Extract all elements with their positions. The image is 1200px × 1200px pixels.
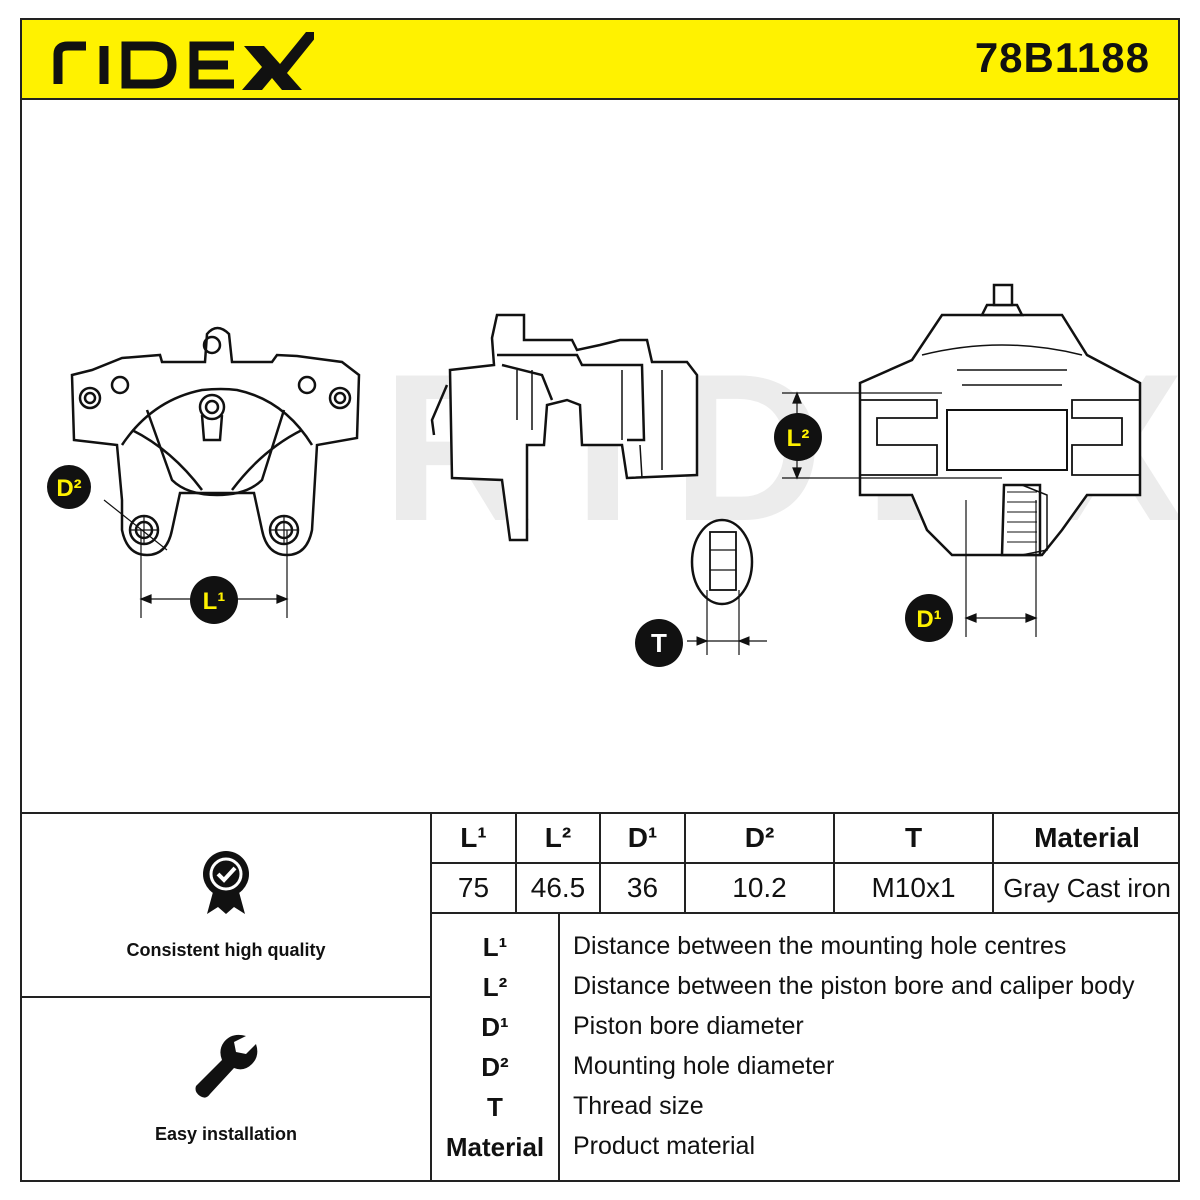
feature-quality-label: Consistent high quality [126, 940, 326, 960]
spec-table-row-line [432, 862, 1180, 864]
technical-drawing: RIDEX [47, 283, 1178, 667]
d1-dimension-line [964, 500, 1038, 637]
spec-value-d1: 36 [626, 872, 659, 903]
badge-d2-label: D² [56, 475, 81, 502]
badge-l2: L² [774, 413, 822, 461]
legend-symbol-d2: D² [481, 1052, 509, 1082]
badge-l2-label: L² [787, 425, 810, 452]
ridex-logo [53, 32, 314, 90]
badge-l1: L¹ [190, 576, 238, 624]
spec-value-d2: 10.2 [732, 872, 787, 903]
legend-desc-t: Thread size [573, 1092, 704, 1120]
legend-desc-material: Product material [573, 1132, 756, 1160]
spec-table-col-line [515, 814, 517, 914]
spec-header-l2: L² [544, 822, 572, 853]
spec-header-l1: L¹ [460, 822, 487, 853]
badge-t: T [635, 619, 683, 667]
legend-symbol-l2: L² [482, 972, 508, 1002]
spec-header-t: T [904, 822, 923, 853]
feature-separator [20, 996, 432, 998]
spec-value-l2: 46.5 [530, 872, 586, 903]
spec-header-d1: D¹ [627, 822, 658, 853]
section-divider [20, 812, 1180, 814]
caliper-side-view [430, 313, 699, 542]
legend-symbol-t: T [487, 1092, 503, 1122]
part-number: 78B1188 [974, 34, 1150, 81]
legend-symbol-material: Material [445, 1132, 545, 1162]
spec-table-col-line [992, 814, 994, 914]
legend-symbol-l1: L¹ [482, 932, 508, 962]
spec-table-col-line [599, 814, 601, 914]
caliper-top-view [858, 283, 1142, 557]
spec-value-l1: 75 [457, 872, 490, 903]
feature-installation-label: Easy installation [154, 1124, 298, 1144]
spec-value-t: M10x1 [871, 872, 956, 903]
spec-header-d2: D² [744, 822, 775, 853]
legend-symbol-d1: D¹ [481, 1012, 509, 1042]
legend-desc-d2: Mounting hole diameter [573, 1052, 835, 1080]
spec-table-col-line [684, 814, 686, 914]
badge-l1-label: L¹ [203, 588, 226, 615]
wrench-icon [195, 1034, 258, 1098]
badge-t-label: T [651, 628, 667, 658]
legend-divider [558, 914, 560, 1182]
bleed-screw-detail [687, 518, 767, 655]
badge-d1-label: D¹ [916, 606, 941, 633]
legend-desc-d1: Piston bore diameter [573, 1012, 804, 1040]
header-bar: 78B1188 [20, 18, 1180, 100]
spec-table-bottom-line [432, 912, 1180, 914]
legend-desc-l2: Distance between the piston bore and cal… [573, 972, 1135, 1000]
caliper-front-view [70, 326, 361, 557]
legend-desc-l1: Distance between the mounting hole centr… [573, 932, 1067, 960]
spec-header-material: Material [1034, 822, 1140, 853]
spec-value-material: Gray Cast iron [1003, 872, 1171, 903]
spec-table-col-line [833, 814, 835, 914]
badge-d1: D¹ [905, 594, 953, 642]
quality-badge-icon [203, 851, 249, 914]
badge-d2: D² [47, 465, 91, 509]
